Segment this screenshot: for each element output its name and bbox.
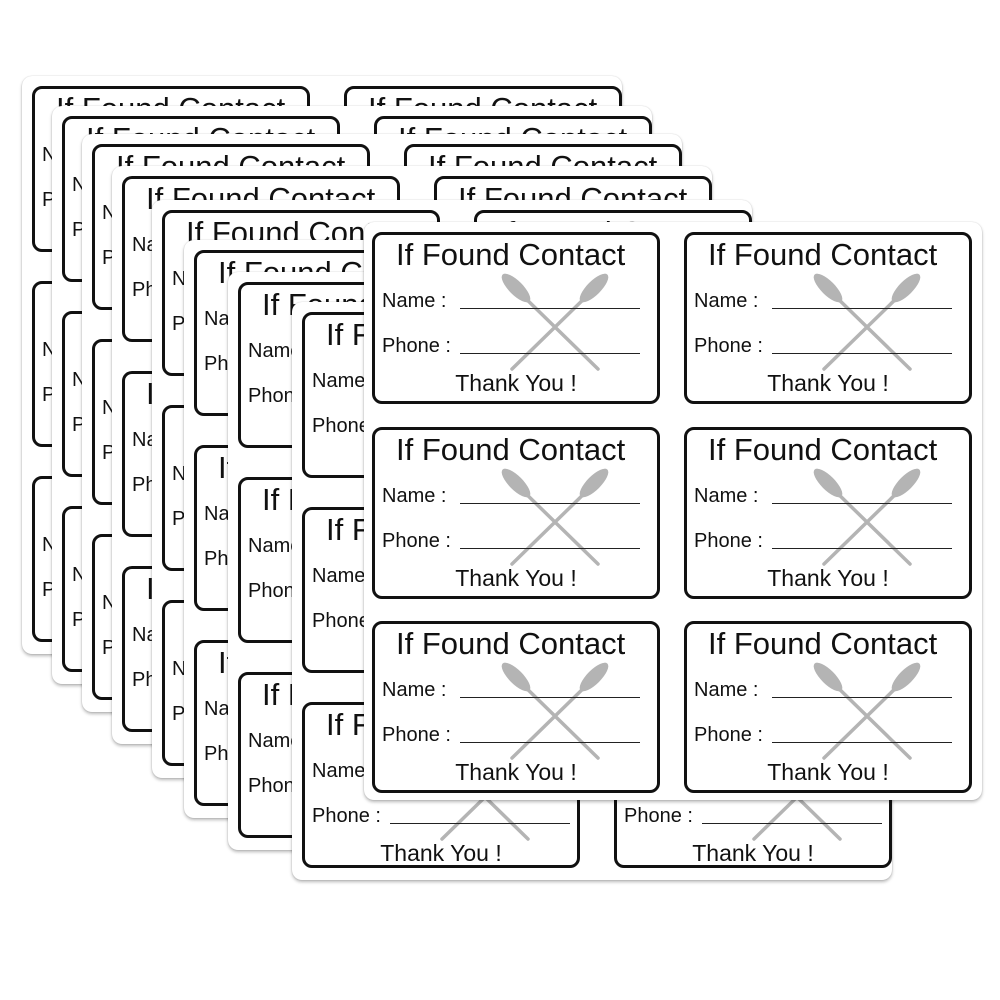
contact-label: If Found Contact Name : Phone : Thank Yo… [372,232,660,404]
phone-write-line [460,548,640,549]
phone-write-line [772,742,952,743]
contact-label: If Found Contact Name : Phone : Thank Yo… [684,621,972,793]
phone-write-line [460,353,640,354]
name-field-label: Name : [312,760,377,782]
phone-field-label: Phone : [382,724,451,746]
contact-label: If Found Contact Name : Phone : Thank Yo… [684,427,972,599]
name-write-line [460,308,640,309]
thank-you-text: Thank You ! [455,759,577,785]
crossed-oars-icon [501,468,609,566]
name-field-label: Name : [312,370,377,392]
name-write-line [772,308,952,309]
phone-write-line [390,823,570,824]
phone-field-label: Phone : [382,335,451,357]
label-title: If Found Contact [708,626,938,661]
label-title: If Found Contact [396,626,626,661]
name-field-label: Name : [382,679,447,701]
phone-write-line [772,548,952,549]
label-title: If Found Contact [396,237,626,272]
name-field-label: Name : [694,485,759,507]
name-field-label: Name : [694,290,759,312]
phone-field-label: Phone : [694,530,763,552]
name-write-line [772,697,952,698]
name-write-line [460,503,640,504]
label-title: If Found Contact [396,432,626,467]
label-title: If Found Contact [708,237,938,272]
thank-you-text: Thank You ! [767,370,889,396]
crossed-oars-icon [501,273,609,371]
phone-write-line [772,353,952,354]
contact-label: If Found Contact Name : Phone : Thank Yo… [372,621,660,793]
thank-you-text: Thank You ! [767,565,889,591]
name-write-line [460,697,640,698]
phone-field-label: Phone : [382,530,451,552]
name-field-label: Name : [382,290,447,312]
phone-field-label: Phone : [312,805,381,827]
contact-label: If Found Contact Name : Phone : Thank Yo… [684,232,972,404]
phone-field-label: Phone : [312,610,381,632]
thank-you-text: Thank You ! [692,840,814,866]
contact-label: If Found Contact Name : Phone : Thank Yo… [372,427,660,599]
crossed-oars-icon [813,468,921,566]
phone-write-line [460,742,640,743]
thank-you-text: Thank You ! [380,840,502,866]
thank-you-text: Thank You ! [455,565,577,591]
crossed-oars-icon [813,662,921,760]
label-title: If Found Contact [708,432,938,467]
name-field-label: Name : [694,679,759,701]
phone-field-label: Phone : [694,335,763,357]
phone-field-label: Phone : [624,805,693,827]
crossed-oars-icon [813,273,921,371]
phone-write-line [702,823,882,824]
thank-you-text: Thank You ! [767,759,889,785]
thank-you-text: Thank You ! [455,370,577,396]
crossed-oars-icon [501,662,609,760]
name-write-line [772,503,952,504]
name-field-label: Name : [382,485,447,507]
name-field-label: Name : [312,565,377,587]
phone-field-label: Phone : [312,415,381,437]
phone-field-label: Phone : [694,724,763,746]
